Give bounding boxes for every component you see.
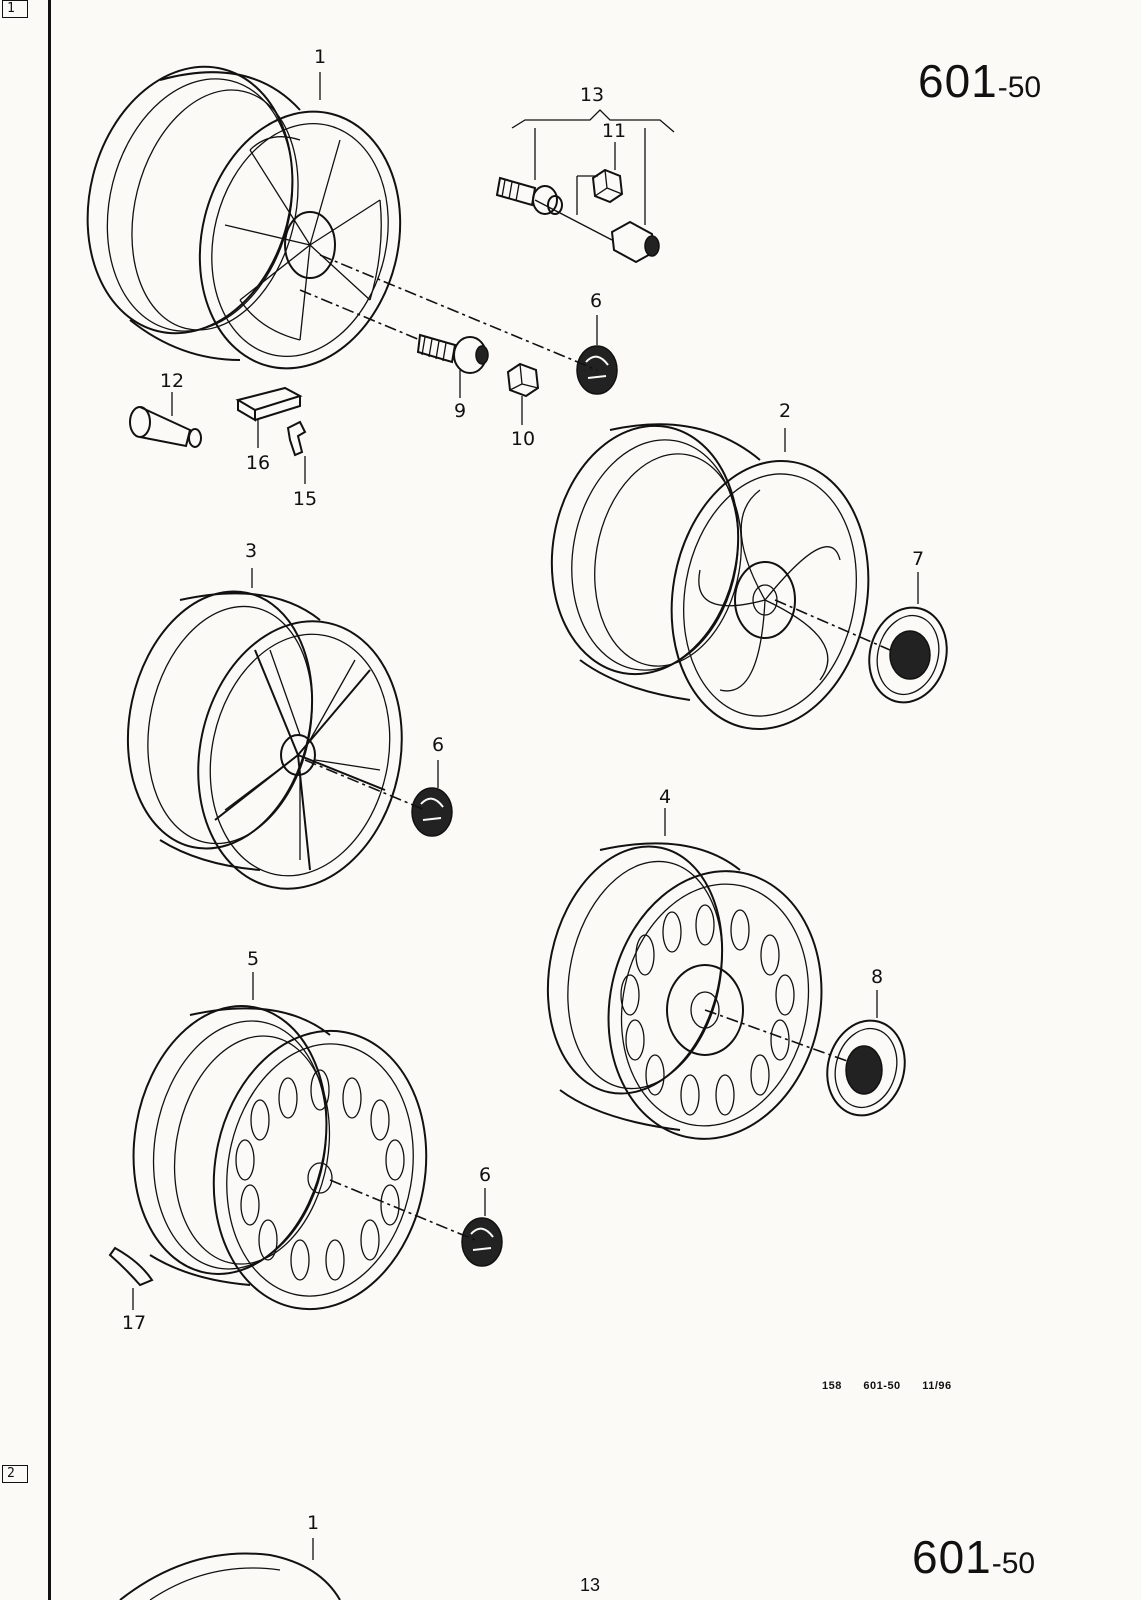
callout-15: 15 bbox=[292, 488, 318, 510]
lock-adapter-13 bbox=[610, 220, 660, 264]
callout-6-middle: 6 bbox=[431, 734, 445, 756]
section-code-suffix-next: -50 bbox=[991, 1547, 1036, 1580]
callout-10: 10 bbox=[510, 428, 536, 450]
callout-9: 9 bbox=[453, 400, 467, 422]
callout-11: 11 bbox=[601, 120, 627, 142]
footer-page: 158 bbox=[822, 1380, 842, 1392]
callout-3: 3 bbox=[244, 540, 258, 562]
next-page-number: 13 bbox=[580, 1575, 601, 1595]
binding-edge-line bbox=[48, 0, 51, 1600]
page-marker-1: 1 bbox=[2, 0, 28, 18]
callout-16: 16 bbox=[245, 452, 271, 474]
callout-2: 2 bbox=[778, 400, 792, 422]
callout-8: 8 bbox=[870, 966, 884, 988]
wheel-1-next-page bbox=[119, 1552, 341, 1600]
section-code-bottom: 601-50 bbox=[912, 1530, 1035, 1584]
page-marker-2: 2 bbox=[2, 1465, 28, 1483]
balance-weight-16 bbox=[235, 386, 303, 422]
wheel-nut-10 bbox=[506, 362, 540, 398]
callout-4: 4 bbox=[658, 786, 672, 808]
footer-code: 601-50 bbox=[863, 1380, 901, 1392]
footer-date: 11/96 bbox=[922, 1380, 952, 1392]
lock-cap-11 bbox=[591, 168, 624, 204]
callout-5: 5 bbox=[246, 948, 260, 970]
callout-12: 12 bbox=[159, 370, 185, 392]
section-code-suffix: -50 bbox=[997, 71, 1042, 104]
wheel-1 bbox=[86, 65, 402, 370]
callout-1: 1 bbox=[313, 46, 327, 68]
callout-17: 17 bbox=[121, 1312, 147, 1334]
wheel-4 bbox=[546, 842, 823, 1140]
clip-15 bbox=[286, 420, 307, 457]
section-code-top: 601-50 bbox=[918, 54, 1041, 108]
trim-ring-17 bbox=[108, 1246, 154, 1287]
wheel-2 bbox=[550, 423, 870, 731]
wheel-5 bbox=[132, 1005, 428, 1311]
callout-13: 13 bbox=[579, 84, 605, 106]
hub-cap-6b bbox=[411, 787, 453, 837]
section-code-main: 601 bbox=[918, 55, 998, 107]
hub-cap-8 bbox=[826, 1019, 906, 1117]
wheel-bolt-9 bbox=[416, 333, 489, 374]
locking-bolt-13 bbox=[495, 176, 563, 215]
wheel-3 bbox=[126, 590, 403, 890]
valve-12 bbox=[129, 406, 202, 448]
hub-cap-7 bbox=[868, 606, 948, 704]
callout-1-next-page: 1 bbox=[306, 1512, 320, 1534]
section-code-main-next: 601 bbox=[912, 1531, 992, 1583]
callout-7: 7 bbox=[911, 548, 925, 570]
hub-cap-6c bbox=[461, 1217, 503, 1267]
callout-6-top: 6 bbox=[589, 290, 603, 312]
callout-6-bottom: 6 bbox=[478, 1164, 492, 1186]
footer-reference: 158 601-50 11/96 bbox=[822, 1380, 970, 1392]
